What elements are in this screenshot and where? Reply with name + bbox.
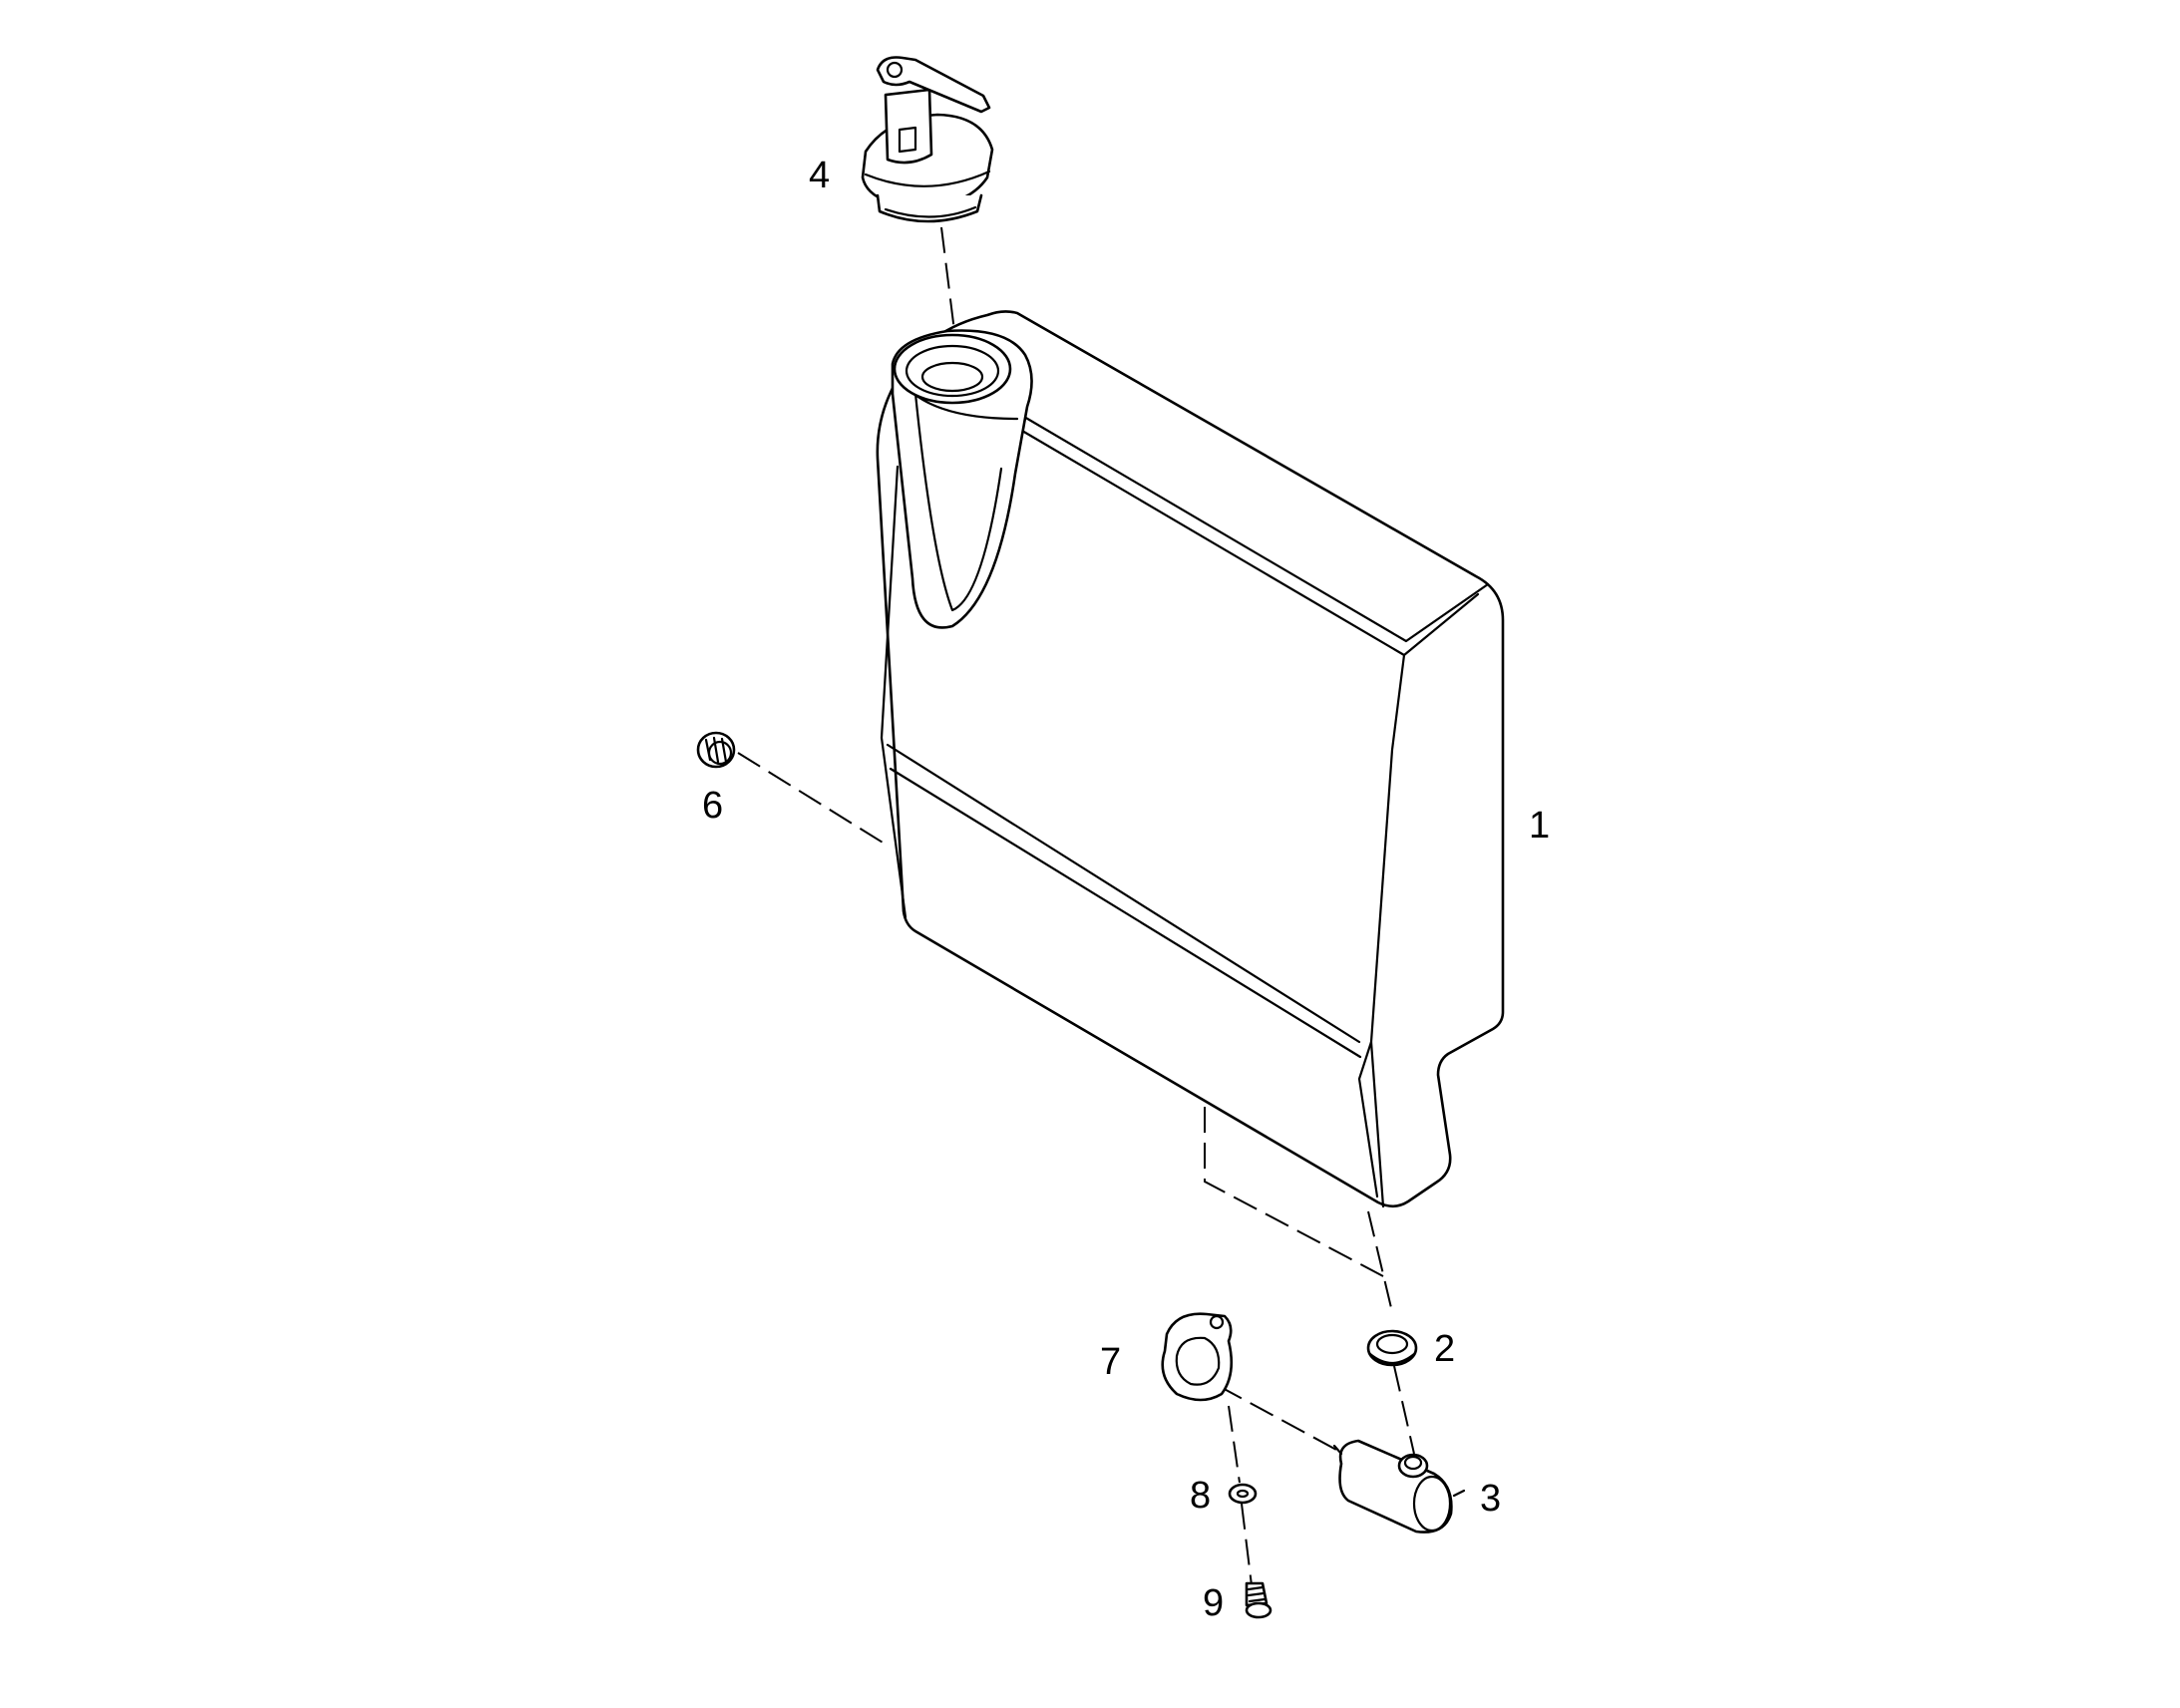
assembly-lines bbox=[737, 226, 1415, 1586]
level-sensor-part bbox=[1332, 1439, 1466, 1534]
callout-sensor: 3 bbox=[1480, 1478, 1501, 1520]
callout-cap: 4 bbox=[809, 155, 830, 196]
grommet-part bbox=[1366, 1329, 1418, 1367]
callout-clamp: 7 bbox=[1100, 1341, 1121, 1383]
fuel-cap-part bbox=[861, 56, 994, 223]
callout-screw: 9 bbox=[1203, 1582, 1224, 1624]
callout-tank: 1 bbox=[1529, 805, 1550, 847]
washer-part bbox=[1228, 1483, 1258, 1505]
clamp-part bbox=[1161, 1312, 1234, 1402]
callout-grommet: 2 bbox=[1434, 1328, 1455, 1370]
screw-part bbox=[1245, 1581, 1272, 1619]
callout-washer: 8 bbox=[1190, 1475, 1211, 1517]
tank-part bbox=[876, 310, 1505, 1208]
callout-plug: 6 bbox=[702, 785, 723, 827]
drain-plug-part bbox=[696, 731, 736, 769]
